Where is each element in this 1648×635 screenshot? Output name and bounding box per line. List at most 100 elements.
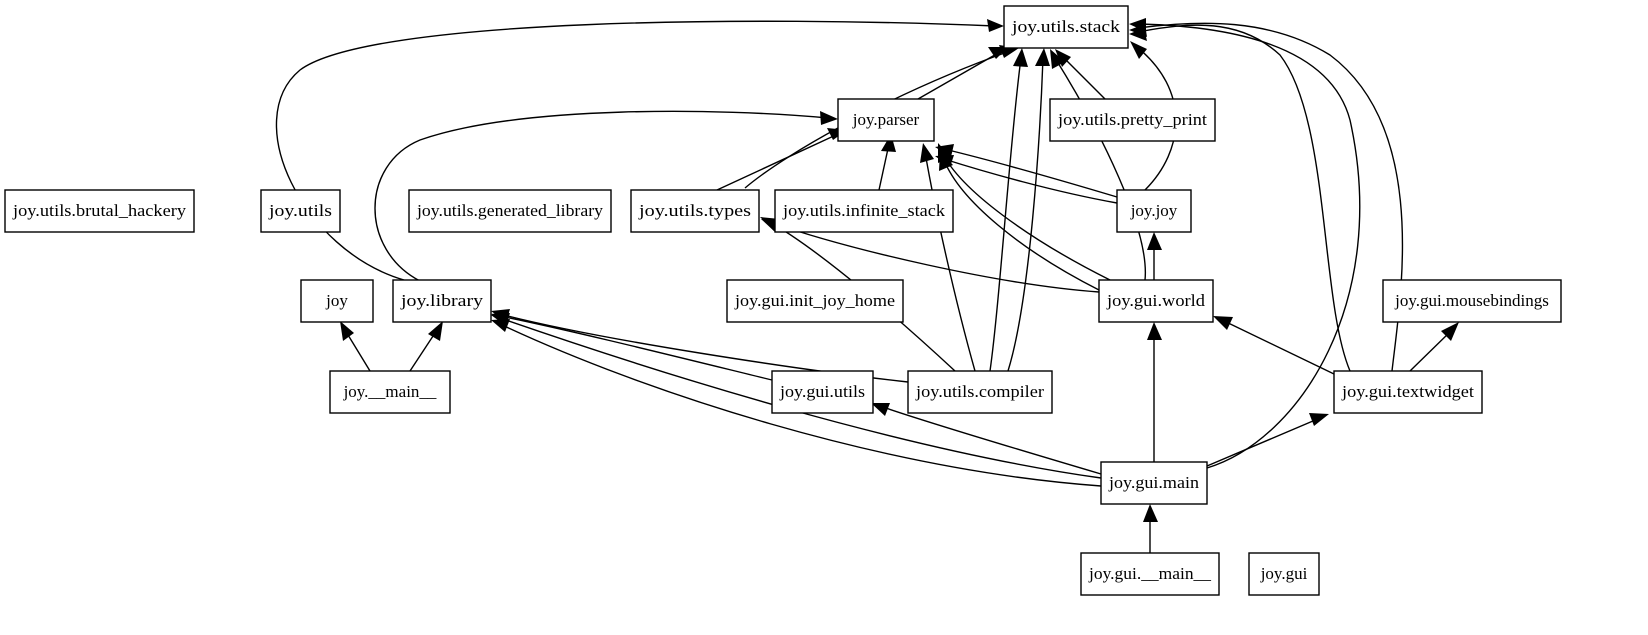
arrowhead-icon <box>1035 48 1050 66</box>
node-box[interactable] <box>774 189 954 233</box>
graph-node-utils_stack[interactable]: joy.utils.stack <box>1003 5 1129 49</box>
graph-node-main[interactable]: joy.__main__ <box>329 370 451 414</box>
node-box[interactable] <box>408 189 612 233</box>
arrowhead-icon <box>1129 28 1147 41</box>
node-box[interactable] <box>837 98 935 142</box>
graph-node-library[interactable]: joy.library <box>392 279 492 323</box>
edge-line <box>1409 329 1453 372</box>
node-label: joy.utils.generated_library <box>416 201 604 220</box>
graph-node-gui_world[interactable]: joy.gui.world <box>1098 279 1214 323</box>
arrowhead-icon <box>987 19 1004 32</box>
node-box[interactable] <box>1003 5 1129 49</box>
graph-edge <box>1147 232 1162 280</box>
node-label: joy.__main__ <box>343 382 437 401</box>
graph-edge <box>871 403 1102 475</box>
graph-node-utils_types[interactable]: joy.utils.types <box>630 189 760 233</box>
arrowhead-icon <box>1130 41 1147 59</box>
arrowhead-icon <box>1147 232 1162 250</box>
edge-line <box>924 151 976 372</box>
node-label: joy.joy <box>1130 201 1178 220</box>
graph-edge <box>1050 49 1147 281</box>
edge-line <box>1054 57 1147 281</box>
graph-edge <box>920 143 976 372</box>
edges-layer <box>275 18 1459 553</box>
node-box[interactable] <box>1333 370 1483 414</box>
node-box[interactable] <box>1382 279 1562 323</box>
graph-node-utils_pretty_print[interactable]: joy.utils.pretty_print <box>1049 98 1216 142</box>
node-box[interactable] <box>726 279 904 323</box>
node-box[interactable] <box>630 189 760 233</box>
node-box[interactable] <box>300 279 374 323</box>
node-box[interactable] <box>907 370 1053 414</box>
graph-edge <box>491 319 1102 487</box>
node-box[interactable] <box>1248 552 1320 596</box>
graph-node-parser[interactable]: joy.parser <box>837 98 935 142</box>
graph-edge <box>1143 504 1158 553</box>
node-box[interactable] <box>1098 279 1214 323</box>
arrowhead-icon <box>1129 18 1146 32</box>
edge-line <box>1137 23 1361 469</box>
arrowhead-icon <box>1050 49 1065 69</box>
node-label: joy.gui.main <box>1108 473 1200 492</box>
graph-node-utils_compiler[interactable]: joy.utils.compiler <box>907 370 1053 414</box>
graph-node-gui_main[interactable]: joy.gui.main <box>1100 461 1208 505</box>
graph-edge <box>716 128 847 191</box>
arrowhead-icon <box>428 321 443 341</box>
graph-edge <box>935 155 1118 204</box>
graph-node-utils[interactable]: joy.utils <box>260 189 341 233</box>
graph-node-gui_mousebindings[interactable]: joy.gui.mousebindings <box>1382 279 1562 323</box>
edge-line <box>1137 24 1351 372</box>
node-label: joy.gui.textwidget <box>1341 382 1474 401</box>
node-label: joy.gui <box>1260 564 1308 583</box>
graph-node-utils_brutal[interactable]: joy.utils.brutal_hackery <box>4 189 195 233</box>
arrowhead-icon <box>1055 49 1071 67</box>
node-label: joy.gui.init_joy_home <box>734 291 895 310</box>
node-label: joy.utils.pretty_print <box>1057 110 1207 129</box>
node-label: joy.utils <box>268 201 332 220</box>
graph-node-gui[interactable]: joy.gui <box>1248 552 1320 596</box>
edge-line <box>941 151 1111 281</box>
graph-node-joy[interactable]: joy <box>300 279 374 323</box>
node-label: joy.gui.__main__ <box>1088 564 1212 583</box>
arrowhead-icon <box>1213 316 1233 330</box>
graph-edge <box>1055 49 1106 100</box>
edge-line <box>1007 57 1044 372</box>
node-label: joy.library <box>400 291 484 310</box>
node-box[interactable] <box>260 189 341 233</box>
edge-line <box>943 158 1118 204</box>
graph-node-gui_utils[interactable]: joy.gui.utils <box>771 370 874 414</box>
node-box[interactable] <box>1080 552 1220 596</box>
node-label: joy.utils.types <box>638 201 751 220</box>
node-box[interactable] <box>1049 98 1216 142</box>
node-label: joy.parser <box>852 110 920 129</box>
node-label: joy.gui.world <box>1106 291 1206 310</box>
graph-node-utils_infinite[interactable]: joy.utils.infinite_stack <box>774 189 954 233</box>
graph-edge <box>1007 48 1050 372</box>
graph-edge <box>1147 322 1162 462</box>
graph-edge <box>938 143 1111 281</box>
nodes-layer: joy.utils.stack joy.parser joy.utils.prett… <box>4 5 1562 596</box>
edge-line <box>1061 55 1106 100</box>
edge-line <box>344 329 371 372</box>
arrowhead-icon <box>871 403 890 416</box>
node-box[interactable] <box>771 370 874 414</box>
arrowhead-icon <box>1143 504 1158 522</box>
graph-node-gui___main__[interactable]: joy.gui.__main__ <box>1080 552 1220 596</box>
node-label: joy.utils.stack <box>1011 17 1121 36</box>
node-box[interactable] <box>1100 461 1208 505</box>
graph-node-gui_textwidget[interactable]: joy.gui.textwidget <box>1333 370 1483 414</box>
edge-line <box>769 221 1100 293</box>
graph-node-gui_init_joy_home[interactable]: joy.gui.init_joy_home <box>726 279 904 323</box>
node-box[interactable] <box>1116 189 1192 233</box>
node-box[interactable] <box>329 370 451 414</box>
arrowhead-icon <box>1147 322 1162 340</box>
node-box[interactable] <box>4 189 195 233</box>
edge-line <box>499 315 773 381</box>
graph-node-joy_joy[interactable]: joy.joy <box>1116 189 1192 233</box>
node-box[interactable] <box>392 279 492 323</box>
graph-node-utils_generated[interactable]: joy.utils.generated_library <box>408 189 612 233</box>
arrowhead-icon <box>1013 48 1028 67</box>
edge-line <box>1206 417 1321 467</box>
